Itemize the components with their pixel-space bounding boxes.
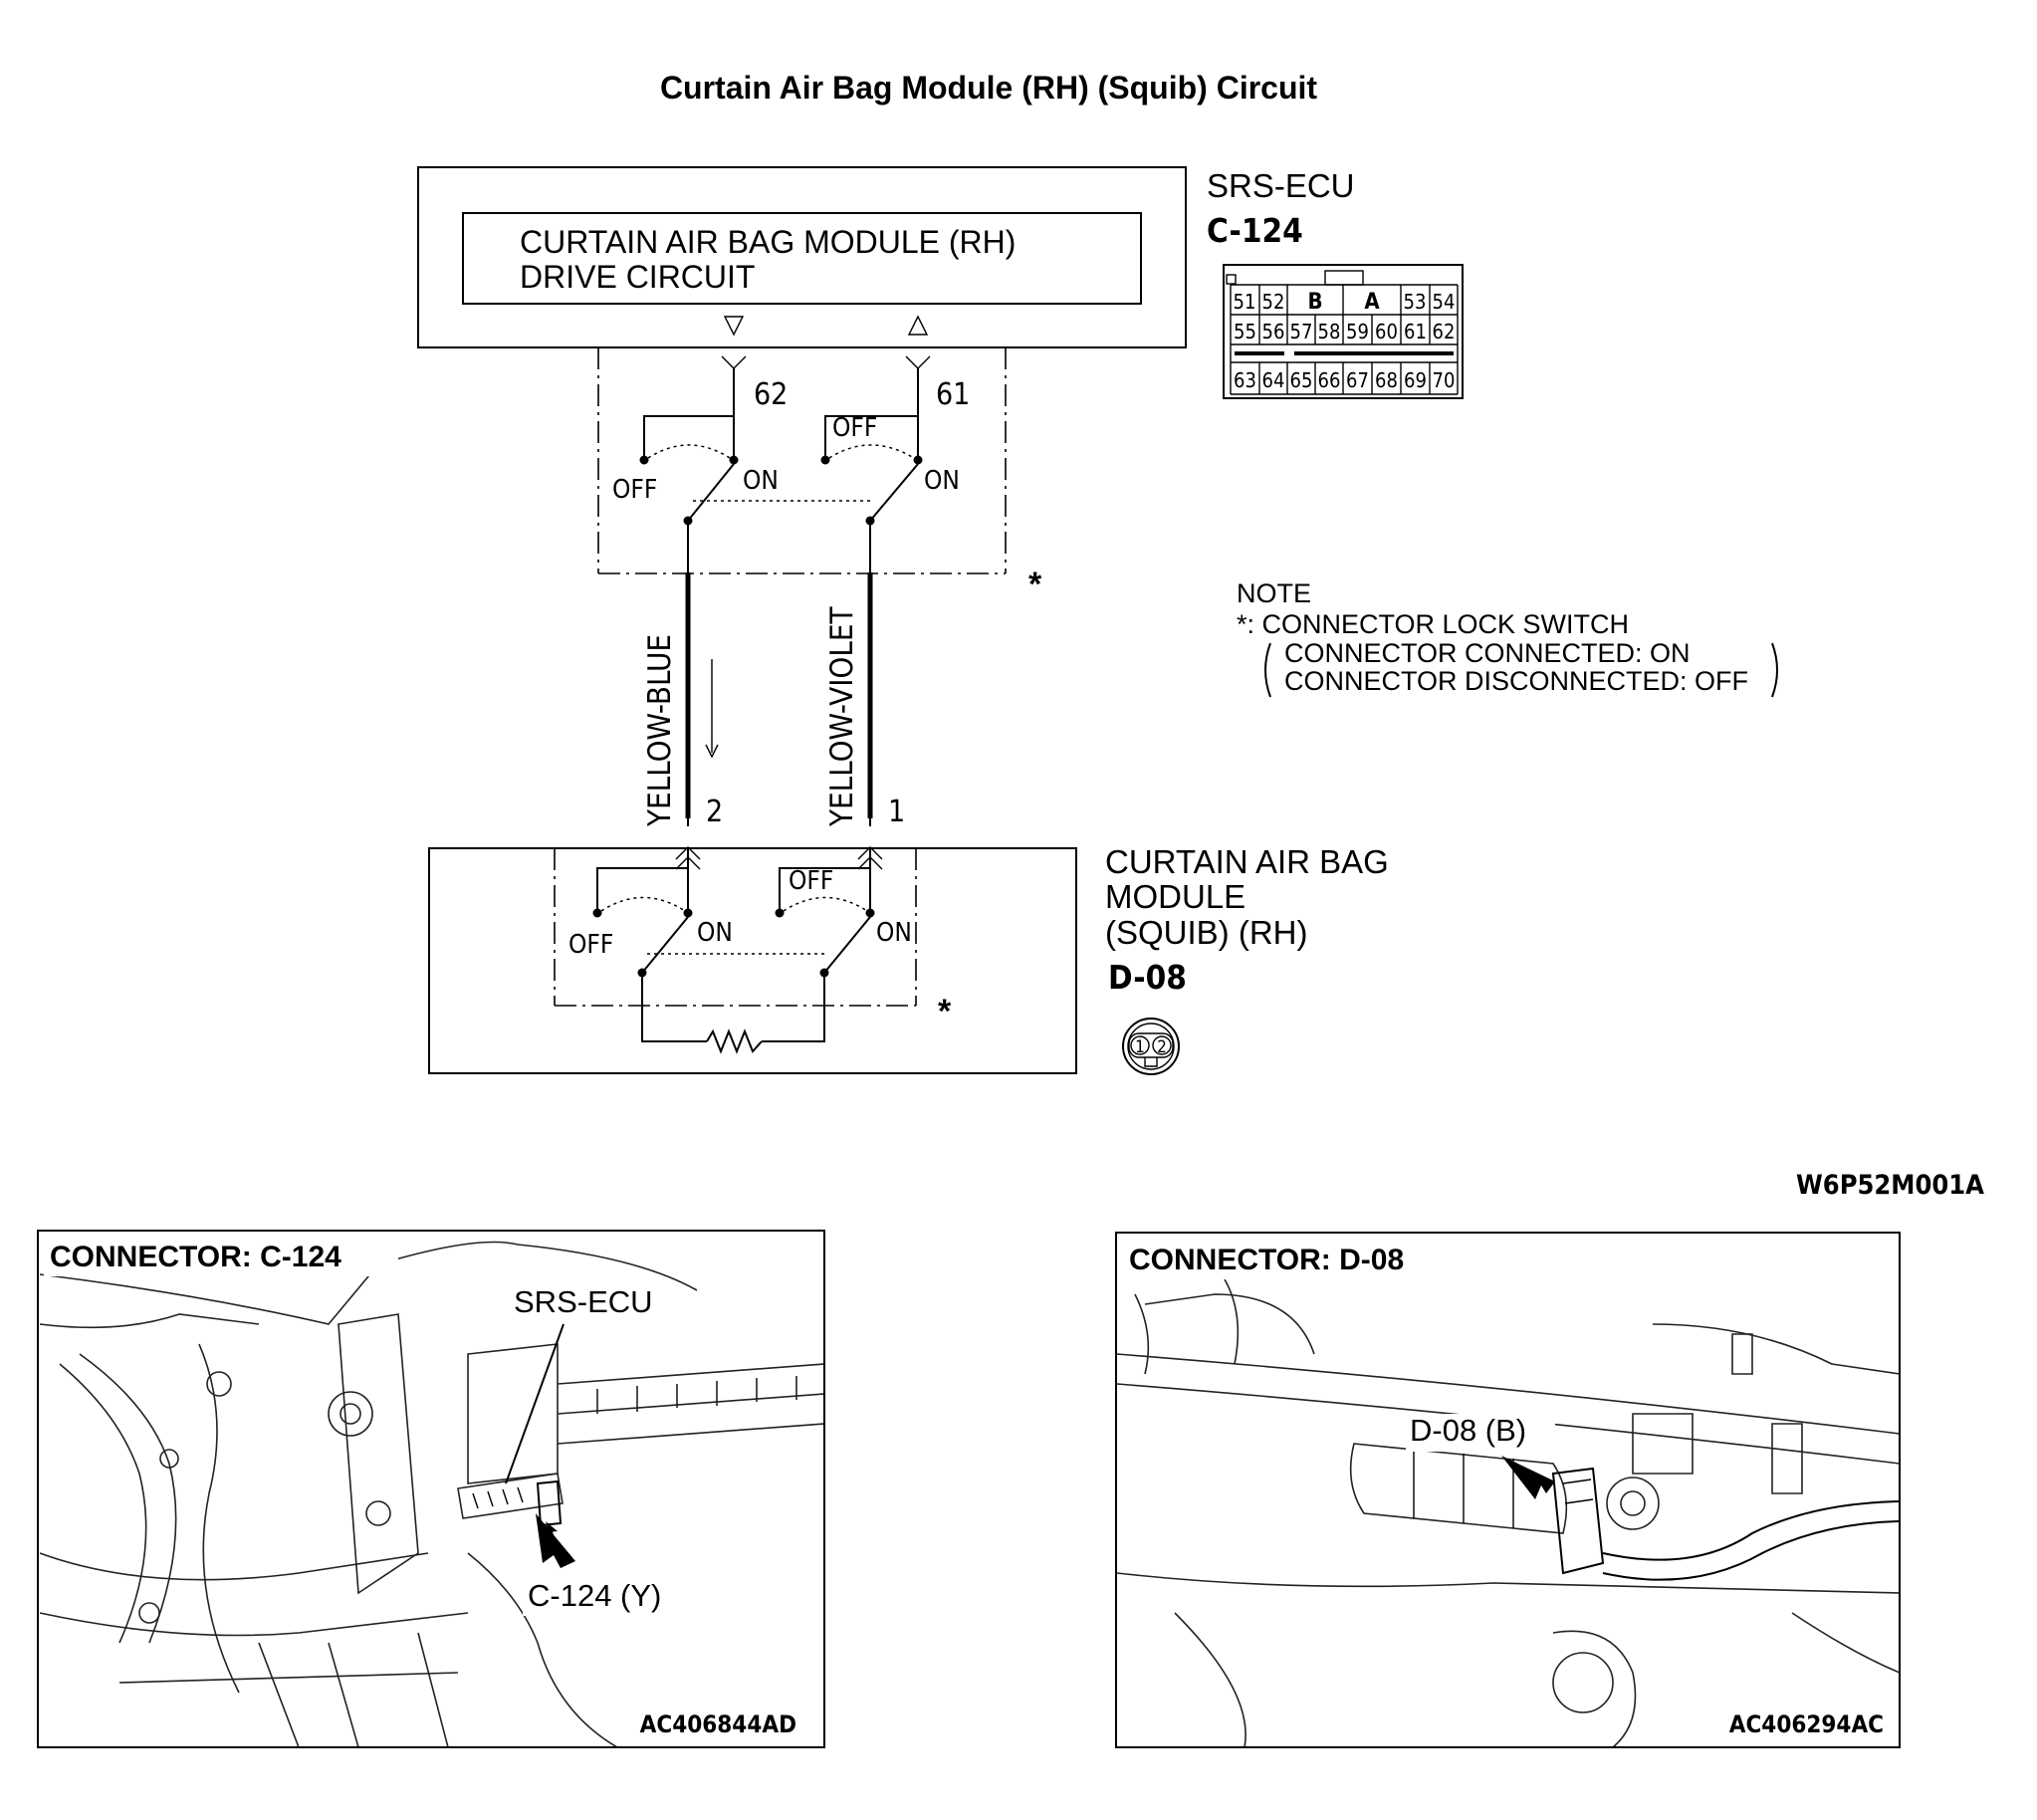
lock-switch-star: * xyxy=(938,993,952,1030)
c124-connector-shape xyxy=(536,1479,563,1527)
d08-connector-face: 1 2 xyxy=(1122,1018,1180,1075)
wire-color-yellow-violet: YELLOW-VIOLET xyxy=(824,605,860,827)
panel-heading: CONNECTOR: C-124 xyxy=(50,1241,341,1273)
callout-c124: C-124 (Y) xyxy=(528,1578,661,1613)
ecu-name: SRS-ECU xyxy=(1207,167,1355,204)
figure-code: W6P52M001A xyxy=(1796,1170,1984,1201)
pin-cell: 70 xyxy=(1433,368,1456,392)
switch-on-label: ON xyxy=(697,918,733,948)
switch-on-label: ON xyxy=(876,918,912,948)
pin-cell: 68 xyxy=(1375,368,1398,392)
output-arrow-icon xyxy=(723,316,745,337)
module-connector-id: D-08 xyxy=(1108,958,1187,997)
connector-c124-panel: CONNECTOR: C-124 SRS-ECU C-124 (Y) AC406… xyxy=(37,1230,825,1748)
pin-cell: 52 xyxy=(1262,290,1285,314)
wire-color-yellow-blue: YELLOW-BLUE xyxy=(642,634,678,827)
module-pin-1: 1 xyxy=(888,795,905,829)
d08-pin-2: 2 xyxy=(1157,1037,1167,1057)
note-line3: CONNECTOR DISCONNECTED: OFF xyxy=(1284,666,1748,696)
switch-on-label: ON xyxy=(743,466,779,496)
pin-cell: 58 xyxy=(1318,320,1341,343)
d08-location-illustration xyxy=(1117,1278,1899,1746)
note-line1: *: CONNECTOR LOCK SWITCH xyxy=(1237,609,1629,639)
pin-cell: 67 xyxy=(1346,368,1369,392)
pin-cell: 51 xyxy=(1234,290,1256,314)
switch-on-label: ON xyxy=(924,466,960,496)
ecu-connector-id: C-124 xyxy=(1207,211,1303,250)
d08-connector-shape xyxy=(1551,1467,1605,1575)
pin-cell: 59 xyxy=(1346,320,1369,343)
pin-cell: 62 xyxy=(1433,320,1456,343)
pin-cell: 61 xyxy=(1404,320,1427,343)
d08-pin-1: 1 xyxy=(1135,1037,1145,1057)
squib-resistor-icon xyxy=(706,1028,763,1054)
pin-cell: 57 xyxy=(1290,320,1313,343)
connector-d08-panel: CONNECTOR: D-08 D-08 (B) AC406294AC xyxy=(1115,1232,1901,1748)
switch-off-label: OFF xyxy=(612,475,657,505)
pin-cell: 65 xyxy=(1290,368,1313,392)
module-name-line3: (SQUIB) (RH) xyxy=(1105,914,1307,951)
page-title: Curtain Air Bag Module (RH) (Squib) Circ… xyxy=(660,70,1317,106)
pin-cell: 63 xyxy=(1234,368,1256,392)
module-name-line2: MODULE xyxy=(1105,878,1245,915)
c124-location-illustration xyxy=(39,1241,823,1746)
harness-wires: YELLOW-BLUE YELLOW-VIOLET 2 1 xyxy=(642,521,905,829)
locator-arrow-icon xyxy=(536,1513,575,1568)
module-pin-2: 2 xyxy=(706,795,723,829)
switch-off-label: OFF xyxy=(832,413,877,443)
callout-srs-ecu: SRS-ECU xyxy=(514,1284,653,1319)
srs-ecu-shape xyxy=(457,1473,564,1519)
pin-cell: A xyxy=(1364,290,1380,315)
pin-cell: 66 xyxy=(1318,368,1341,392)
note-block: NOTE *: CONNECTOR LOCK SWITCH CONNECTOR … xyxy=(1237,578,1778,698)
pin-cell: 53 xyxy=(1404,290,1427,314)
ecu-lock-switch-box: 62 61 OFF ON OFF ON * xyxy=(597,347,1042,603)
panel-code: AC406294AC xyxy=(1729,1710,1884,1738)
drive-circuit-label-line2: DRIVE CIRCUIT xyxy=(520,259,755,295)
switch-off-label: OFF xyxy=(568,930,613,960)
lock-switch-star: * xyxy=(1028,566,1042,603)
srs-ecu-block: CURTAIN AIR BAG MODULE (RH) DRIVE CIRCUI… xyxy=(417,166,1187,348)
panel-heading: CONNECTOR: D-08 xyxy=(1129,1244,1404,1276)
note-line2: CONNECTOR CONNECTED: ON xyxy=(1284,638,1691,668)
pin-cell: 56 xyxy=(1262,320,1285,343)
locator-arrow-icon xyxy=(1501,1456,1555,1499)
module-name-line1: CURTAIN AIR BAG xyxy=(1105,843,1389,880)
panel-code: AC406844AD xyxy=(640,1710,796,1738)
pin-cell: 64 xyxy=(1262,368,1285,392)
pin-cell: 69 xyxy=(1404,368,1427,392)
drive-circuit-label-line1: CURTAIN AIR BAG MODULE (RH) xyxy=(520,224,1016,260)
switch-off-label: OFF xyxy=(789,866,833,896)
ecu-pin-61: 61 xyxy=(936,377,970,412)
air-bag-module-block: OFF ON OFF ON * xyxy=(428,846,1077,1074)
callout-d08: D-08 (B) xyxy=(1410,1413,1526,1448)
pin-cell: 55 xyxy=(1234,320,1256,343)
input-arrow-icon xyxy=(907,315,929,336)
pin-cell: 60 xyxy=(1375,320,1398,343)
note-heading: NOTE xyxy=(1237,578,1311,608)
pin-cell: 54 xyxy=(1433,290,1456,314)
ecu-pin-62: 62 xyxy=(754,377,788,412)
pin-cell: B xyxy=(1307,290,1322,315)
